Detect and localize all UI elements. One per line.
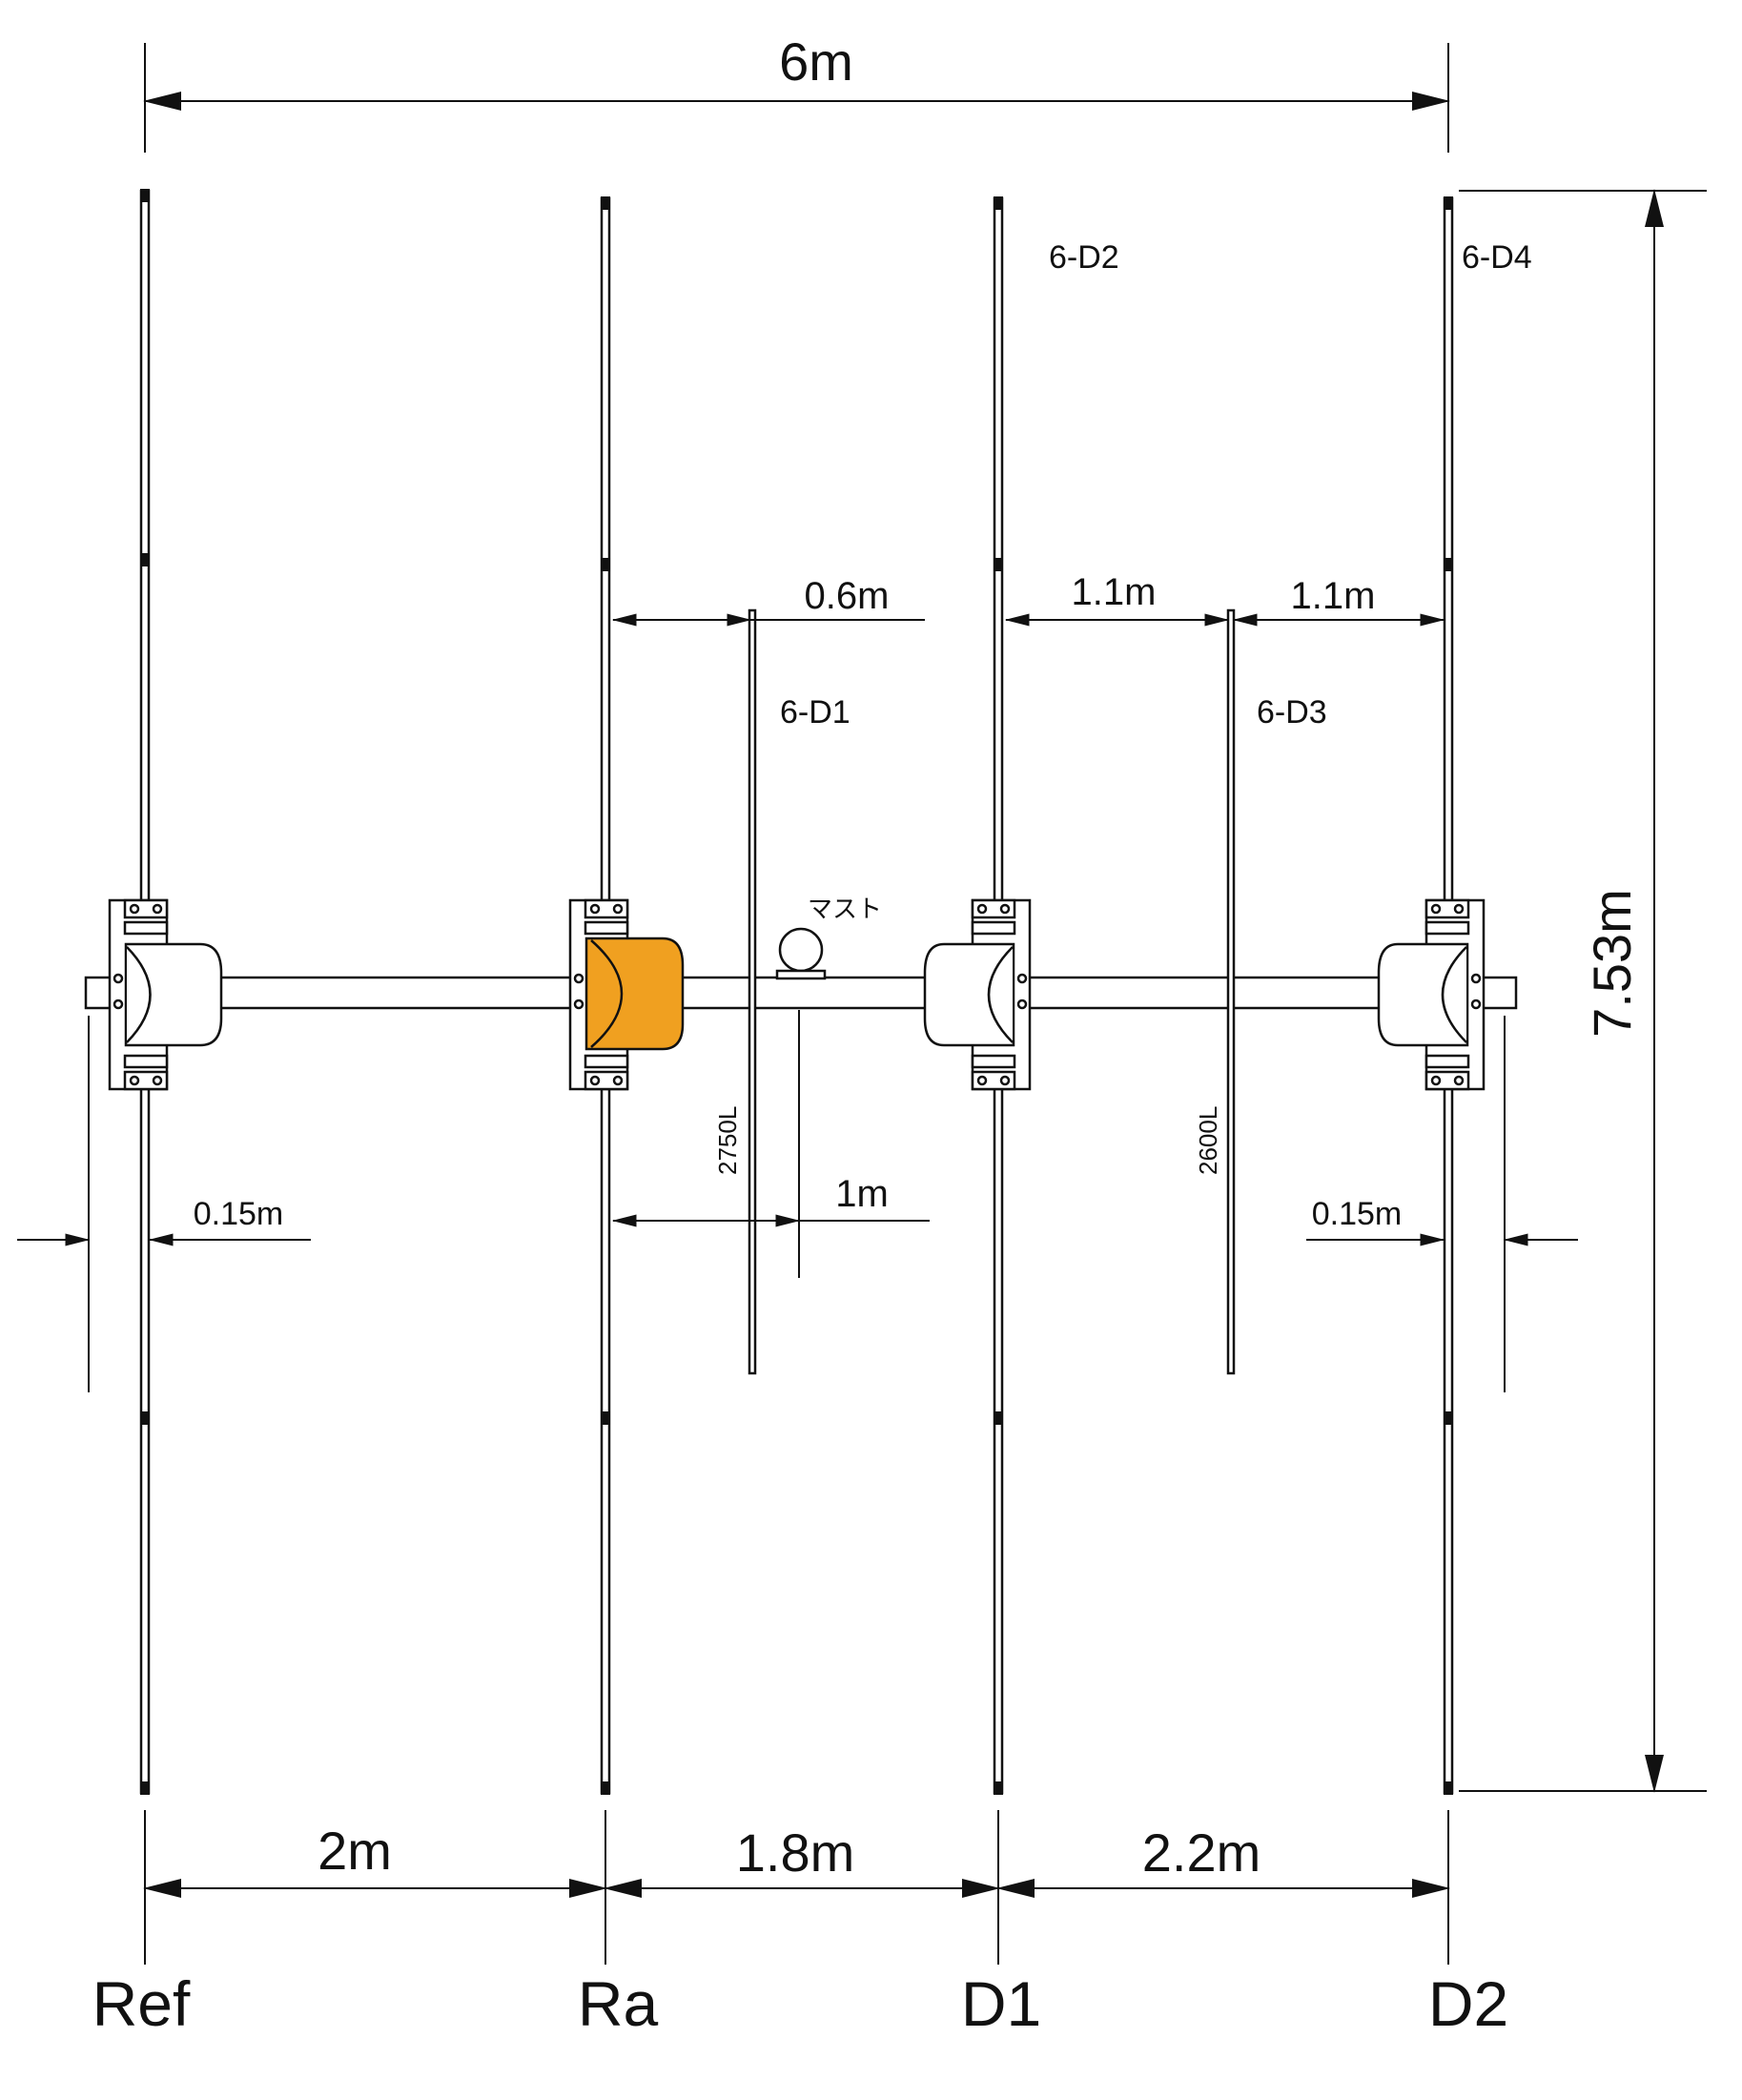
sub-element-d3 — [1226, 608, 1236, 1375]
dimension-lines — [17, 43, 1707, 1965]
mast-label: マスト — [808, 895, 882, 923]
bracket-d1 — [923, 898, 1032, 1091]
clearance-left-label: 0.15m — [194, 1196, 284, 1232]
d3-element-label: 6-D3 — [1257, 694, 1327, 731]
spacing-ref-ra-label: 2m — [318, 1821, 392, 1881]
footer-ra-label: Ra — [578, 1968, 659, 2039]
footer-d2-label: D2 — [1428, 1968, 1508, 2039]
footer-d1-label: D1 — [961, 1968, 1041, 2039]
bracket-d2 — [1377, 898, 1486, 1091]
sub-element-d1 — [748, 608, 757, 1375]
d3-length-label: 2600L — [1194, 1106, 1222, 1175]
spacing-d1-d2-label: 2.2m — [1142, 1822, 1261, 1883]
d4-element-label: 6-D4 — [1462, 239, 1532, 276]
d2-element-label: 6-D2 — [1049, 239, 1119, 276]
spacing-ra-sub1-label: 0.6m — [805, 575, 890, 617]
mast-offset-label: 1m — [835, 1173, 889, 1215]
height-label: 7.53m — [1582, 889, 1642, 1038]
radiator-box — [568, 898, 685, 1091]
mast-symbol — [775, 927, 827, 980]
spacing-sub3-d2-label: 1.1m — [1291, 575, 1376, 617]
clearance-right-label: 0.15m — [1312, 1196, 1403, 1232]
spacing-ra-d1-label: 1.8m — [736, 1822, 855, 1883]
spacing-d1-sub3-label: 1.1m — [1072, 571, 1157, 613]
bracket-ref — [108, 898, 223, 1091]
d1-element-label: 6-D1 — [780, 694, 851, 731]
total-length-label: 6m — [779, 31, 853, 92]
footer-ref-label: Ref — [92, 1968, 191, 2039]
d1-length-label: 2750L — [713, 1106, 742, 1175]
boom — [84, 976, 1518, 1010]
